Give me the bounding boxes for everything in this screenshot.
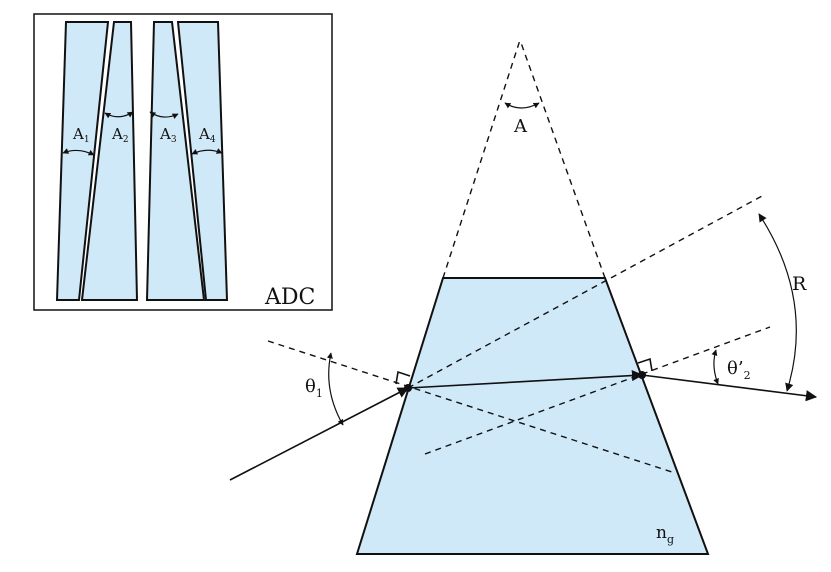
apex-extension-right: [519, 39, 606, 279]
exit-angle-arc: [711, 349, 719, 385]
adc-angle-label-1: A1: [72, 125, 90, 145]
adc-angle-label-4: A4: [198, 125, 216, 145]
internal-ray: [407, 369, 644, 389]
prism-body: [355, 277, 710, 555]
adc-angle-label-3: A3: [159, 125, 177, 145]
adc-title: ADC: [264, 285, 315, 310]
deviation-angle-arc: [758, 213, 797, 392]
entry-normal-right-angle-mark: [395, 370, 411, 385]
adc-prism-3: [145, 21, 206, 301]
adc-angle-arc-4: [191, 148, 223, 155]
apex-angle-arc: [504, 102, 540, 109]
exit-angle-label: θ’2: [727, 358, 751, 382]
apex-angle-label: A: [513, 116, 528, 137]
adc-prism-1: [55, 21, 110, 301]
incidence-angle-label: θ1: [305, 376, 323, 400]
entry-point: [404, 384, 412, 392]
refractive-index-label: ng: [656, 523, 674, 546]
incidence-angle-arc: [326, 352, 344, 426]
apex-extension-left: [442, 39, 521, 279]
exit-point: [638, 371, 646, 379]
incident-ray: [229, 387, 409, 481]
adc-angle-arc-3: [149, 111, 179, 120]
exit-ray: [641, 374, 818, 402]
adc-angle-label-2: A2: [111, 125, 129, 145]
adc-inset: A1 A2 A3 A4 ADC: [33, 13, 333, 311]
adc-angle-arc-2: [104, 111, 134, 119]
main-prism: A θ1 θ’2 R ng: [229, 39, 818, 555]
adc-prism-2: [80, 21, 139, 301]
incident-extension-line: [407, 195, 763, 389]
adc-prism-4: [176, 21, 229, 301]
exit-normal-right-angle-mark: [637, 357, 653, 372]
adc-angle-arc-1: [62, 148, 95, 156]
deviation-angle-label: R: [792, 273, 807, 295]
